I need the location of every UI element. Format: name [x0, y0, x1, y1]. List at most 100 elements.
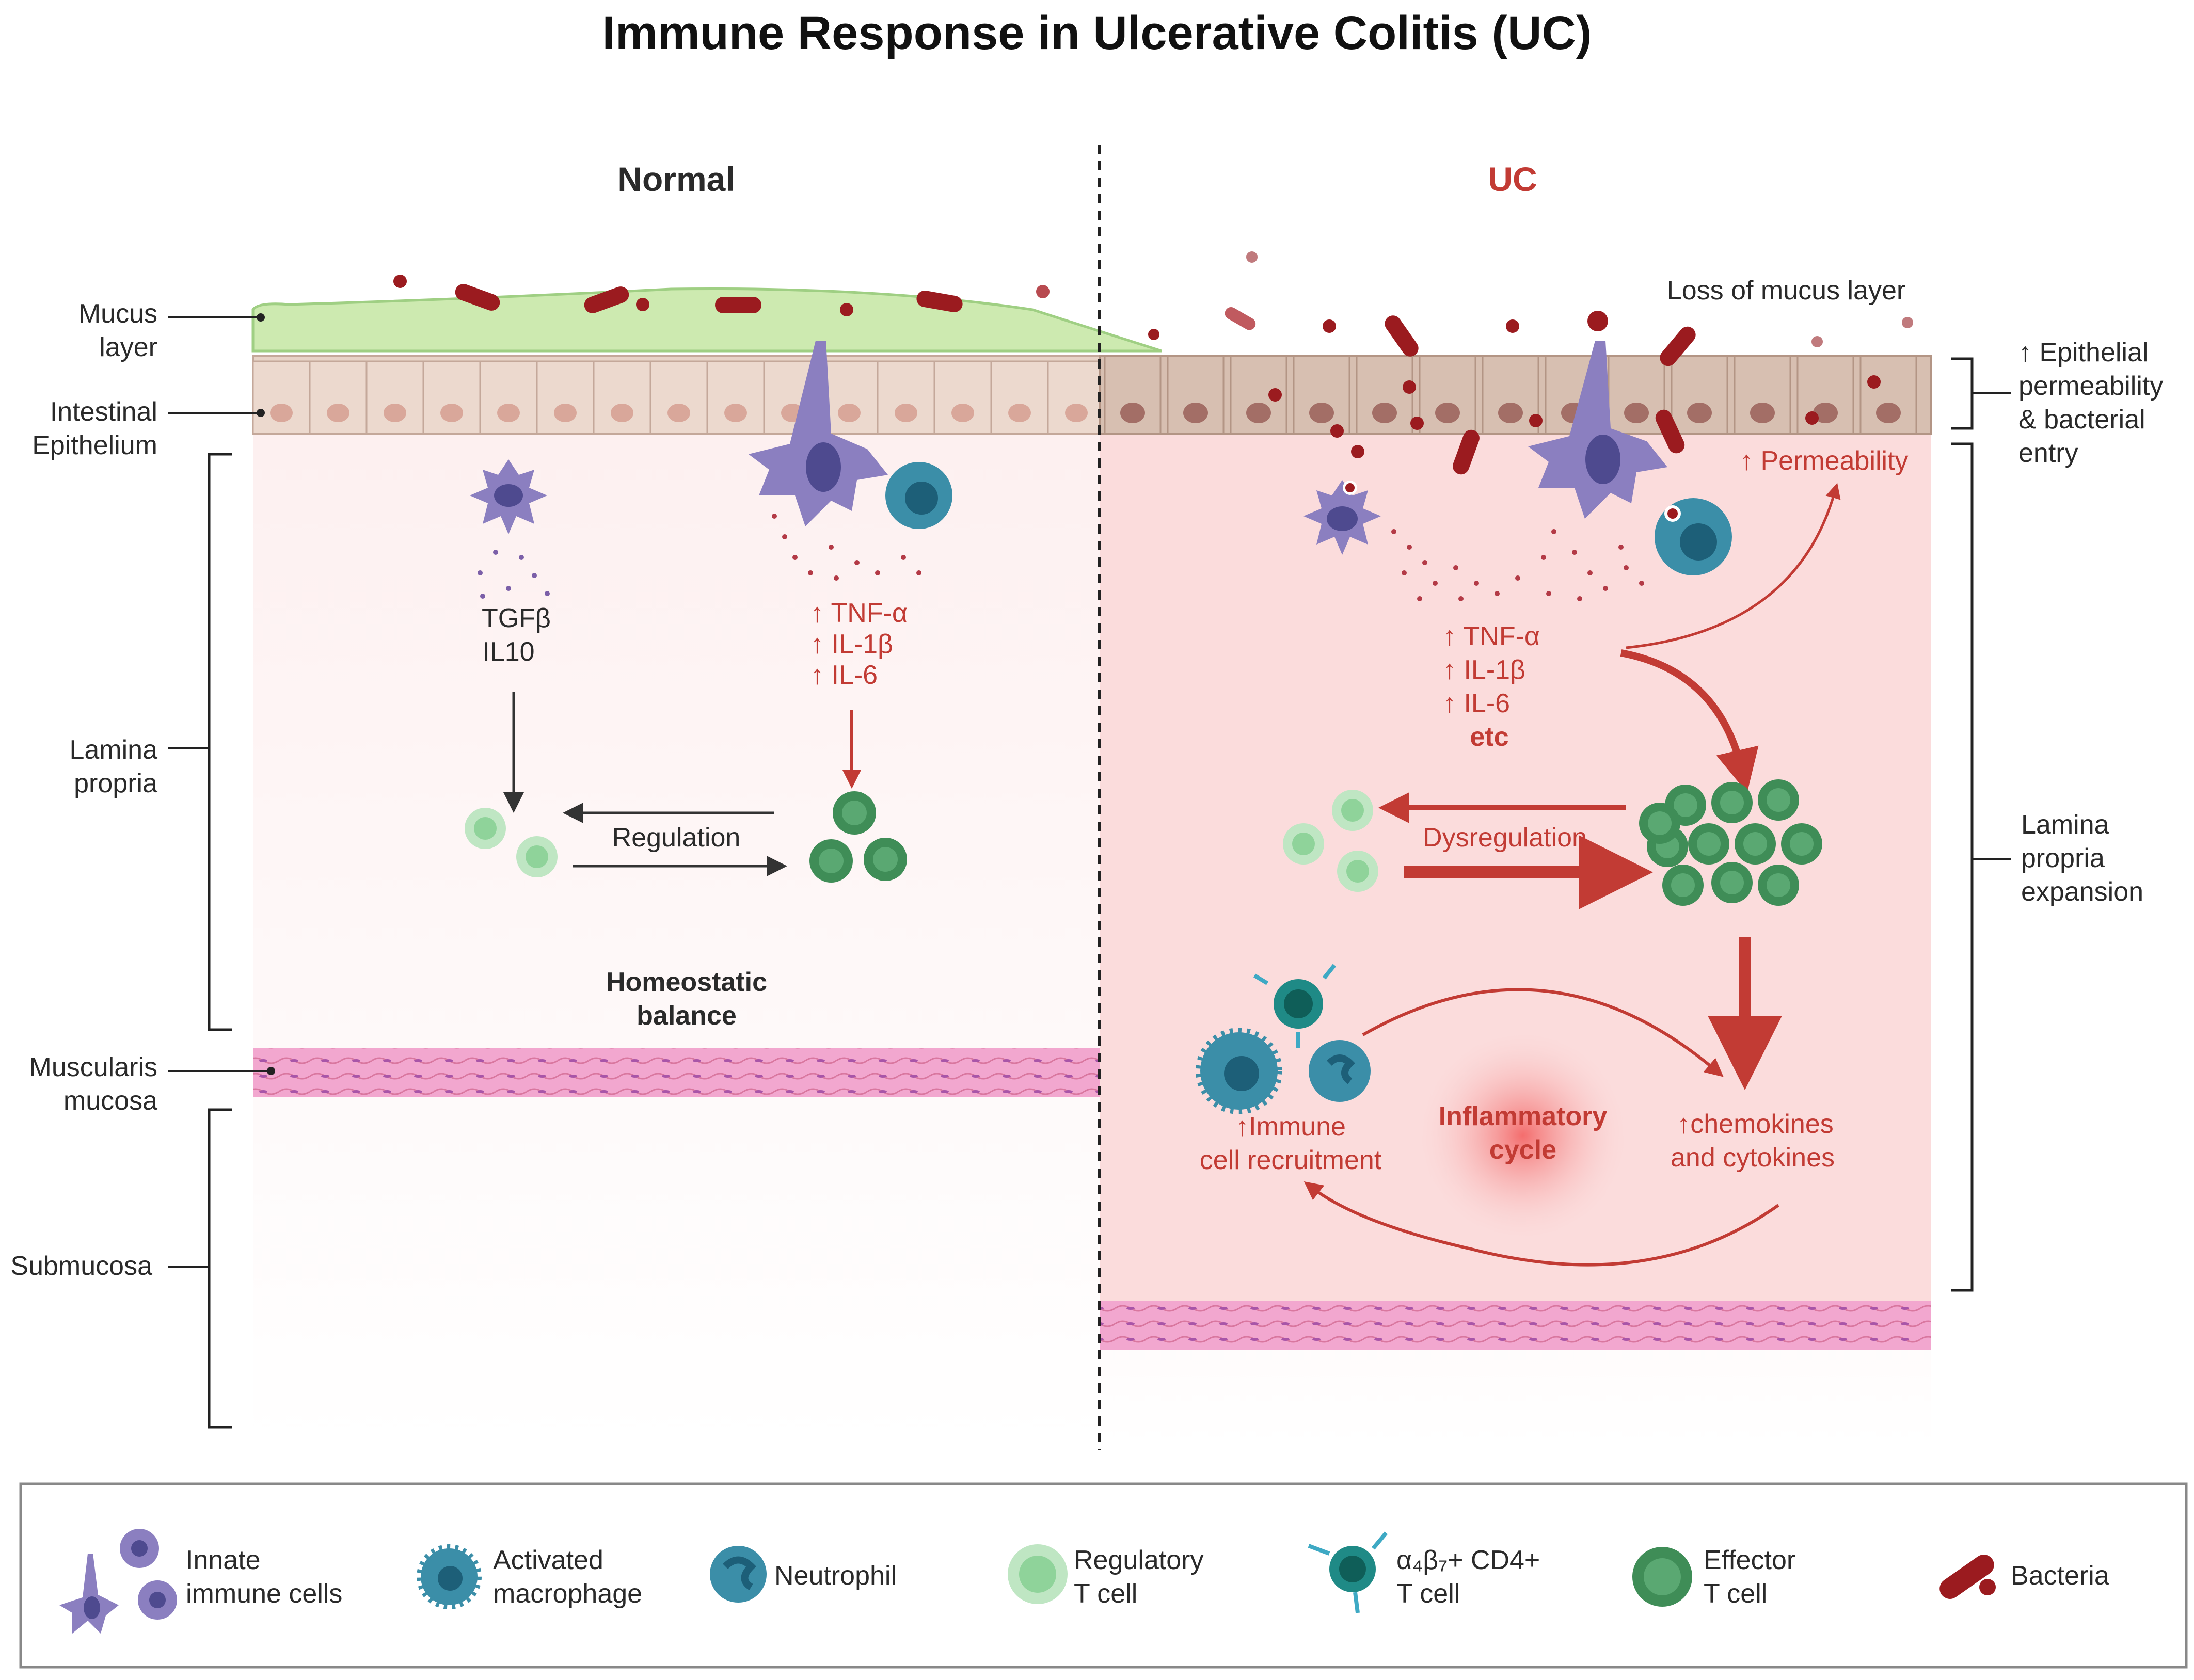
legend-bacteria: Bacteria [2011, 1561, 2109, 1591]
label-exp-1: Lamina [2021, 810, 2109, 840]
damaged-epithelial-cell [1734, 355, 1791, 435]
epithelial-cell [820, 360, 879, 435]
normal-macrophage [885, 462, 952, 529]
effector-t-cell [1735, 823, 1776, 865]
arrow-permeability [1626, 483, 1841, 649]
legend-treg-icon [1008, 1544, 1068, 1604]
legend-neutrophil: Neutrophil [774, 1561, 897, 1591]
uc-macrophage [1655, 498, 1732, 575]
effector-t-cell [1662, 865, 1704, 906]
epithelial-cell [706, 360, 765, 435]
epithelial-cell [593, 360, 651, 435]
epithelial-cell [309, 360, 368, 435]
arrow-cycle-top [1362, 988, 1724, 1077]
legend-a4b7-2: T cell [1396, 1579, 1460, 1609]
cyt-tgfb: TGFβ [482, 603, 551, 633]
uc-effector-cluster [1639, 779, 1822, 906]
cyt-tnf-uc: ↑ TNF-α [1443, 621, 1540, 651]
epithelial-cell [877, 360, 935, 435]
label-submucosa: Submucosa [10, 1251, 152, 1281]
damaged-epithelial-cell [1671, 355, 1728, 435]
damaged-epithelial-cell [1419, 355, 1476, 435]
cycle-label-2: cycle [1489, 1135, 1556, 1165]
effector-t-cell [1711, 782, 1753, 823]
cyt-etc-uc: etc [1470, 722, 1508, 752]
label-lp-1: Lamina [69, 735, 157, 765]
legend-bacteria-icon [1939, 1555, 1996, 1599]
muscularis-uc [1100, 1301, 1931, 1350]
damaged-epithelial-cell [1104, 355, 1162, 435]
label-lp-2: propria [74, 769, 157, 798]
label-perm-4: entry [2018, 438, 2078, 468]
epithelial-cell [422, 360, 481, 435]
effector-t-cell [1688, 823, 1729, 865]
epithelial-cell [933, 360, 992, 435]
normal-cytokine-dots-b [772, 514, 921, 581]
damaged-epithelial-cell [1293, 355, 1350, 435]
legend-macrophage-2: macrophage [493, 1579, 642, 1609]
normal-epithelium [252, 355, 1106, 435]
uc-cytokine-dots [1391, 529, 1644, 601]
epithelial-cell [479, 360, 538, 435]
label-exp-3: expansion [2021, 877, 2143, 907]
recruit-label-2: cell recruitment [1200, 1145, 1382, 1175]
homeostatic-1: Homeostatic [606, 967, 767, 997]
homeostatic-2: balance [637, 1001, 737, 1031]
epithelial-cell [649, 360, 708, 435]
left-anatomy-labels: Mucus layer Intestinal Epithelium Lamina… [10, 299, 275, 1429]
uc-treg-cells [1283, 790, 1378, 892]
legend-a4b7-1: α₄β₇+ CD4+ [1396, 1545, 1540, 1575]
chemokines-label-2: and cytokines [1671, 1143, 1835, 1173]
damaged-epithelial-cell [1608, 355, 1665, 435]
regulation-label: Regulation [612, 823, 741, 853]
legend-effector-icon [1632, 1547, 1692, 1607]
inflammation-glow [1414, 1027, 1631, 1244]
label-perm-2: permeability [2018, 371, 2163, 401]
arrow-to-effector-cluster [1620, 649, 1759, 793]
legend-innate-2: immune cells [186, 1579, 342, 1609]
label-mucus-1: Mucus [78, 299, 157, 329]
normal-lamina-propria [253, 434, 1100, 1445]
damaged-epithelial-cell [1356, 355, 1413, 435]
cyt-il10: IL10 [482, 637, 534, 667]
epithelial-cell [536, 360, 595, 435]
epithelial-cell [990, 360, 1049, 435]
uc-recruited-cells [1196, 964, 1371, 1114]
cycle-label-1: Inflammatory [1439, 1101, 1608, 1131]
legend-effector-1: Effector [1704, 1545, 1795, 1575]
legend-treg-2: T cell [1074, 1579, 1137, 1609]
uc-innate-cell [1303, 480, 1381, 555]
effector-t-cell [1781, 823, 1822, 865]
normal-dendritic-cell [749, 341, 888, 526]
legend: Innate immune cells Activated macrophage… [19, 1482, 2188, 1669]
legend-macrophage-1: Activated [493, 1545, 603, 1575]
legend-effector-2: T cell [1704, 1579, 1767, 1609]
effector-t-cell [1711, 862, 1753, 903]
permeability-label: ↑ Permeability [1740, 446, 1909, 476]
label-mm-1: Muscularis [29, 1052, 158, 1082]
normal-innate-cell [470, 459, 547, 534]
normal-effector-cells [809, 791, 907, 883]
uc-epithelium [1099, 355, 1932, 435]
mucus-layer [251, 287, 1162, 353]
recruit-label-1: ↑Immune [1235, 1112, 1346, 1142]
label-perm-3: & bacterial [2018, 405, 2145, 435]
normal-panel-title: Normal [617, 160, 735, 198]
chemokines-label-1: ↑chemokines [1677, 1109, 1833, 1139]
epithelial-cell [365, 360, 424, 435]
legend-innate-1: Innate [186, 1545, 261, 1575]
figure-title: Immune Response in Ulcerative Colitis (U… [602, 7, 1592, 59]
label-mucus-2: layer [99, 332, 157, 362]
cyt-il1b-uc: ↑ IL-1β [1443, 655, 1525, 685]
label-perm-1: ↑ Epithelial [2018, 338, 2148, 367]
uc-dendritic-cell [1528, 341, 1667, 519]
legend-a4b7-icon [1308, 1531, 1388, 1613]
dysregulation-label: Dysregulation [1423, 823, 1587, 853]
label-epithelium-2: Epithelium [32, 430, 157, 460]
damaged-epithelial-cell [1796, 355, 1854, 435]
cyt-tnf-normal: ↑ TNF-α [810, 598, 908, 628]
normal-cytokine-dots-a [478, 550, 550, 599]
cyt-il1b-normal: ↑ IL-1β [810, 629, 893, 659]
legend-innate-icon [59, 1529, 177, 1634]
